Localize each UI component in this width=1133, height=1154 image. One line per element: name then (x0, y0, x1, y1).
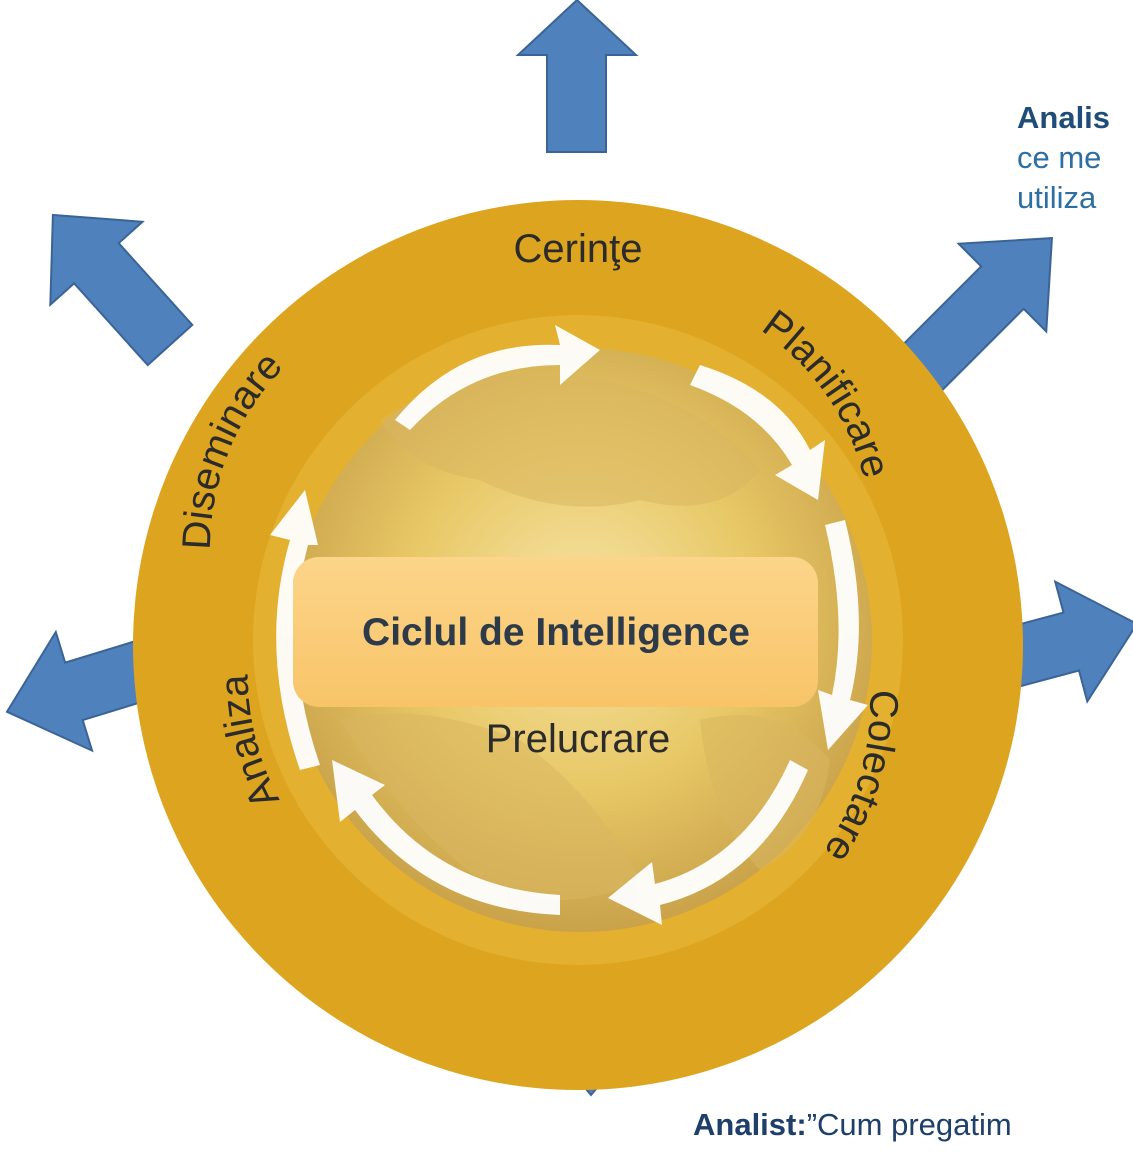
stage-label-cerinte: Cerinţe (514, 227, 643, 271)
globe-continents (340, 375, 830, 900)
cycle-arrow-colectare (818, 520, 868, 750)
stage-label-prelucrare: Prelucrare (486, 717, 671, 761)
cycle-arrow-prelucrare (608, 760, 808, 925)
analyst-note-bottom: Analist:”Cum pregatim (693, 1105, 1133, 1145)
center-title: Ciclul de Intelligence (362, 611, 750, 654)
analyst-note-top: Analis ce me utiliza (1017, 98, 1133, 218)
analyst-note-top-line2: ce me (1017, 140, 1102, 175)
arrow-up (515, 0, 639, 153)
cycle-arrow-analiza (332, 760, 560, 915)
cycle-arrow-cerinte (395, 325, 600, 430)
analyst-note-top-line3: utiliza (1017, 180, 1097, 215)
center-box (293, 557, 818, 707)
arrow-up-left (49, 213, 194, 367)
analyst-note-bottom-text: ”Cum pregatim (806, 1107, 1012, 1142)
cycle-arrow-planificare (690, 365, 825, 500)
analyst-note-bottom-bold: Analist: (693, 1107, 807, 1142)
analyst-note-top-bold: Analis (1017, 100, 1111, 135)
arrow-up-right (894, 237, 1053, 396)
